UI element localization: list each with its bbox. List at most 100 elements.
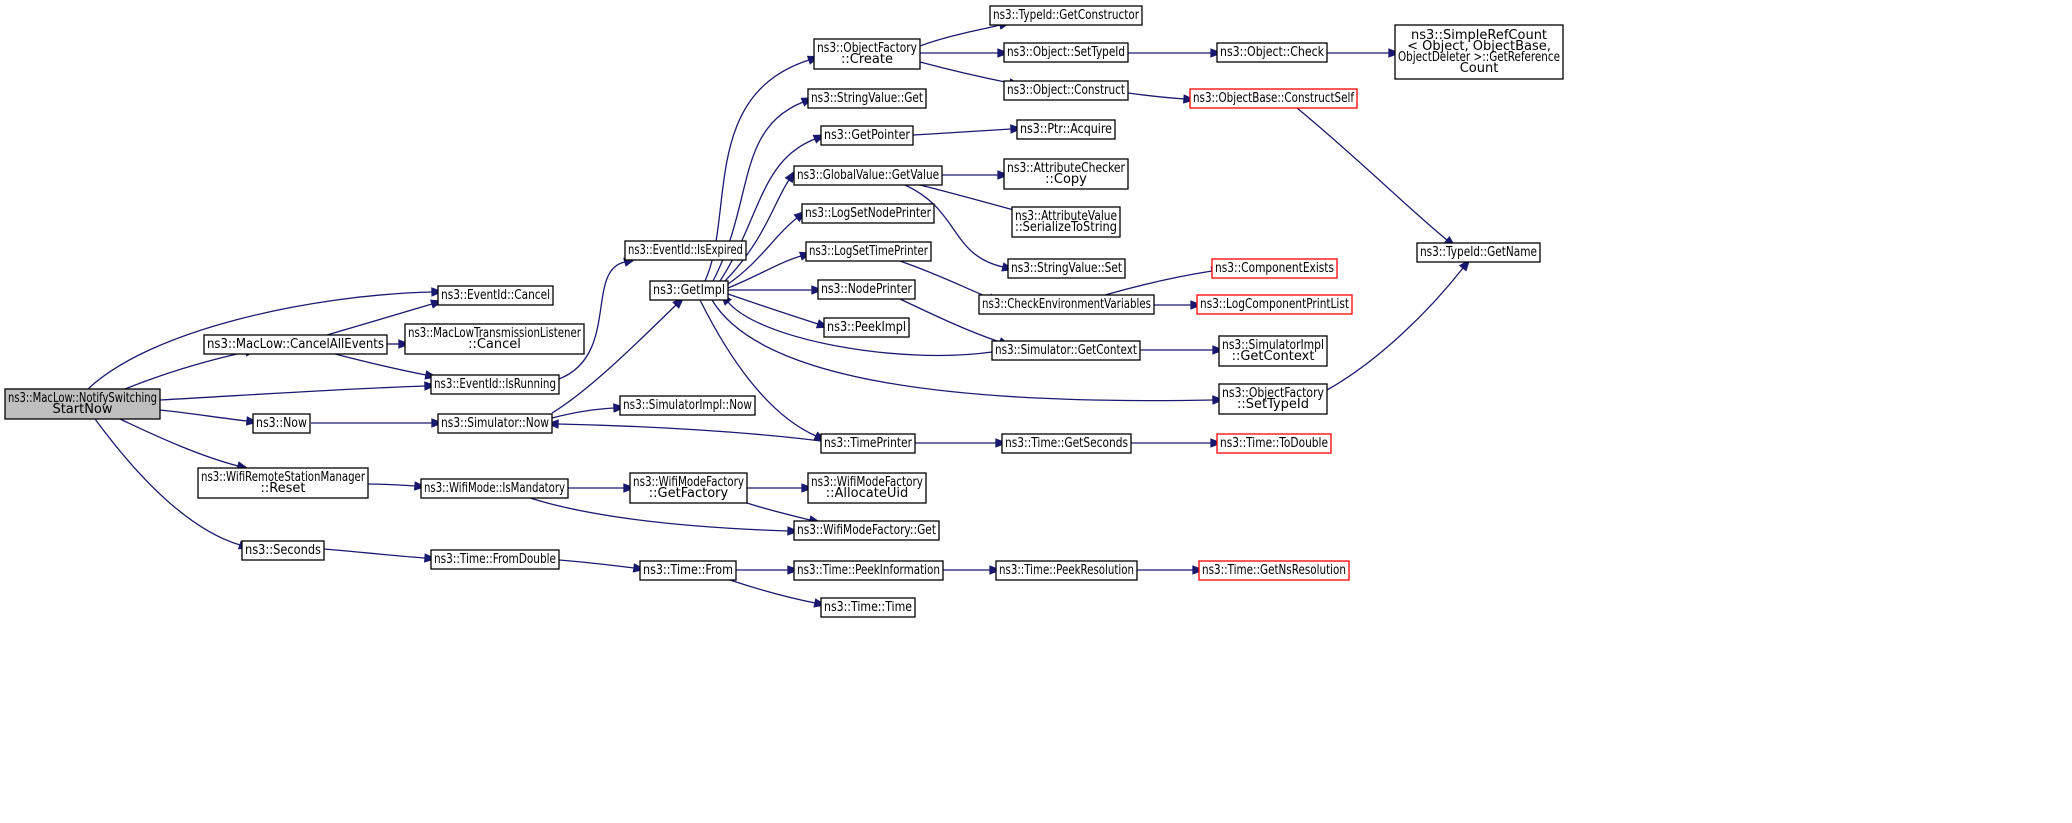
node-n42[interactable]: ns3::ObjectBase::ConstructSelf — [1189, 88, 1358, 109]
node-n30[interactable]: ns3::Object::SetTypeId — [1003, 42, 1129, 63]
node-n9[interactable]: ns3::Seconds — [241, 540, 325, 561]
node-box[interactable] — [430, 549, 560, 570]
node-box[interactable] — [813, 38, 921, 70]
node-box[interactable] — [1196, 294, 1353, 315]
node-n28[interactable]: ns3::Time::Time — [820, 597, 916, 618]
node-box[interactable] — [241, 540, 325, 561]
node-box[interactable] — [1011, 206, 1121, 238]
node-box[interactable] — [649, 280, 729, 301]
node-box[interactable] — [203, 334, 388, 355]
node-box[interactable] — [807, 472, 927, 504]
node-n38[interactable]: ns3::ObjectFactory::SetTypeId — [1218, 383, 1328, 415]
node-n40[interactable]: ns3::Time::PeekResolution — [995, 560, 1138, 581]
node-n5[interactable]: ns3::Now — [252, 413, 311, 434]
node-n45[interactable]: ns3::SimulatorImpl::GetContext — [1218, 335, 1328, 367]
node-box[interactable] — [252, 413, 311, 434]
node-box[interactable] — [1016, 119, 1116, 140]
node-box[interactable] — [1416, 242, 1541, 263]
node-n14[interactable]: ns3::WifiModeFactory::GetFactory — [629, 472, 748, 504]
node-box[interactable] — [1216, 433, 1332, 454]
node-n29[interactable]: ns3::TypeId::GetConstructor — [989, 5, 1143, 26]
node-box[interactable] — [807, 88, 927, 109]
node-box[interactable] — [1003, 158, 1129, 190]
node-n3[interactable]: ns3::MacLowTransmissionListener::Cancel — [404, 323, 585, 355]
node-n35[interactable]: ns3::StringValue::Set — [1007, 258, 1126, 279]
node-box[interactable] — [1394, 24, 1564, 80]
node-n11[interactable]: ns3::EventId::IsExpired — [624, 240, 747, 261]
node-n20[interactable]: ns3::LogSetNodePrinter — [801, 203, 935, 224]
node-n7[interactable]: ns3::WifiRemoteStationManager::Reset — [197, 467, 369, 499]
node-n16[interactable]: ns3::ObjectFactory::Create — [813, 38, 921, 70]
node-n49[interactable]: ns3::TypeId::GetName — [1416, 242, 1541, 263]
node-n43[interactable]: ns3::ComponentExists — [1211, 258, 1338, 279]
node-n13[interactable]: ns3::SimulatorImpl::Now — [619, 395, 756, 416]
node-n19[interactable]: ns3::GlobalValue::GetValue — [793, 165, 943, 186]
node-box[interactable] — [1189, 88, 1358, 109]
node-box[interactable] — [437, 413, 553, 434]
node-n24[interactable]: ns3::TimePrinter — [820, 433, 916, 454]
node-box[interactable] — [430, 374, 560, 395]
node-n25[interactable]: ns3::WifiModeFactory::AllocateUid — [807, 472, 927, 504]
node-n41[interactable]: ns3::Object::Check — [1216, 42, 1328, 63]
node-n10[interactable]: ns3::Time::FromDouble — [430, 549, 560, 570]
node-n23[interactable]: ns3::PeekImpl — [823, 317, 910, 338]
node-box[interactable] — [1003, 42, 1129, 63]
node-n17[interactable]: ns3::StringValue::Get — [807, 88, 927, 109]
node-box[interactable] — [801, 203, 935, 224]
node-box[interactable] — [1003, 80, 1129, 101]
node-n22[interactable]: ns3::NodePrinter — [817, 279, 916, 300]
node-n21[interactable]: ns3::LogSetTimePrinter — [805, 241, 932, 262]
node-n27[interactable]: ns3::Time::PeekInformation — [793, 560, 944, 581]
node-box[interactable] — [820, 433, 916, 454]
node-n8[interactable]: ns3::WifiMode::IsMandatory — [420, 478, 569, 499]
node-n1[interactable]: ns3::EventId::Cancel — [437, 285, 554, 306]
node-box[interactable] — [629, 472, 748, 504]
node-box[interactable] — [624, 240, 747, 261]
node-box[interactable] — [420, 478, 569, 499]
node-box[interactable] — [978, 294, 1155, 315]
node-n48[interactable]: ns3::SimpleRefCount< Object, ObjectBase,… — [1394, 24, 1564, 80]
node-n31[interactable]: ns3::Object::Construct — [1003, 80, 1129, 101]
node-box[interactable] — [820, 125, 914, 146]
node-box[interactable] — [1198, 560, 1350, 581]
node-n34[interactable]: ns3::AttributeValue::SerializeToString — [1011, 206, 1121, 238]
node-box[interactable] — [793, 560, 944, 581]
node-n6[interactable]: ns3::Simulator::Now — [437, 413, 553, 434]
node-n36[interactable]: ns3::CheckEnvironmentVariables — [978, 294, 1155, 315]
node-box[interactable] — [793, 165, 943, 186]
node-box[interactable] — [639, 560, 737, 581]
node-box[interactable] — [793, 520, 940, 541]
node-box[interactable] — [4, 388, 161, 420]
node-box[interactable] — [1216, 42, 1328, 63]
node-n26[interactable]: ns3::WifiModeFactory::Get — [793, 520, 940, 541]
node-box[interactable] — [820, 597, 916, 618]
node-n46[interactable]: ns3::Time::ToDouble — [1216, 433, 1332, 454]
node-box[interactable] — [805, 241, 932, 262]
node-box[interactable] — [817, 279, 916, 300]
node-n37[interactable]: ns3::Simulator::GetContext — [991, 340, 1141, 361]
node-n12[interactable]: ns3::GetImpl — [649, 280, 729, 301]
node-box[interactable] — [1007, 258, 1126, 279]
node-n32[interactable]: ns3::Ptr::Acquire — [1016, 119, 1116, 140]
node-box[interactable] — [1218, 335, 1328, 367]
node-n39[interactable]: ns3::Time::GetSeconds — [1001, 433, 1132, 454]
node-n44[interactable]: ns3::LogComponentPrintList — [1196, 294, 1353, 315]
node-n18[interactable]: ns3::GetPointer — [820, 125, 914, 146]
node-n15[interactable]: ns3::Time::From — [639, 560, 737, 581]
node-box[interactable] — [619, 395, 756, 416]
node-box[interactable] — [437, 285, 554, 306]
node-box[interactable] — [989, 5, 1143, 26]
node-n2[interactable]: ns3::MacLow::CancelAllEvents — [203, 334, 388, 355]
node-box[interactable] — [1218, 383, 1328, 415]
node-box[interactable] — [995, 560, 1138, 581]
node-n4[interactable]: ns3::EventId::IsRunning — [430, 374, 560, 395]
node-box[interactable] — [823, 317, 910, 338]
node-box[interactable] — [197, 467, 369, 499]
node-box[interactable] — [991, 340, 1141, 361]
node-box[interactable] — [1211, 258, 1338, 279]
node-n47[interactable]: ns3::Time::GetNsResolution — [1198, 560, 1350, 581]
node-box[interactable] — [1001, 433, 1132, 454]
node-n33[interactable]: ns3::AttributeChecker::Copy — [1003, 158, 1129, 190]
node-box[interactable] — [404, 323, 585, 355]
